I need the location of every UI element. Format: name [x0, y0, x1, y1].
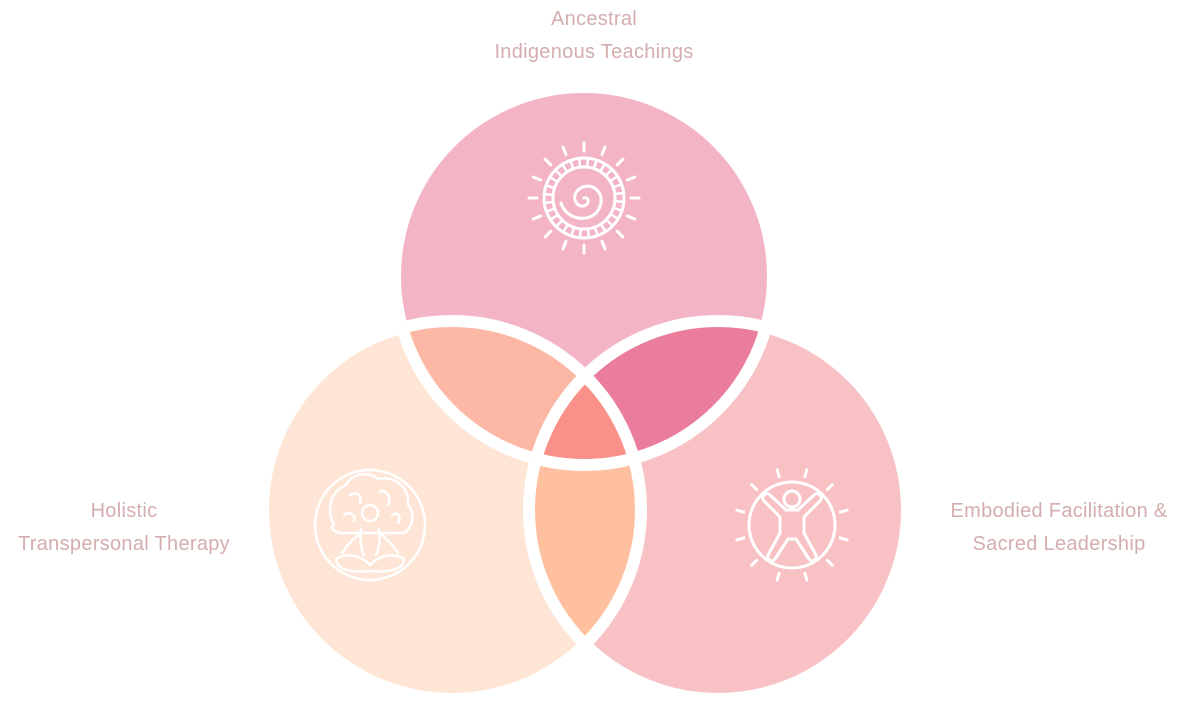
sun-ray [605, 169, 612, 176]
sun-ray [546, 184, 554, 189]
sun-ray [610, 213, 618, 220]
sun-ray [547, 208, 555, 213]
sun-ray [803, 571, 809, 582]
overlap-top-right [529, 321, 773, 465]
sun-ray [825, 483, 834, 492]
sun-ray [615, 229, 625, 239]
sun-ray [531, 175, 543, 182]
label-line: Transpersonal Therapy [18, 533, 230, 555]
sun-ray [600, 145, 607, 157]
label-ancestral-indigenous-teachings: Ancestral Indigenous Teachings [434, 3, 754, 69]
sun-ray [615, 192, 623, 196]
sun-ray [735, 508, 746, 514]
sun-ray [614, 207, 622, 212]
sun-ray [775, 571, 781, 582]
sun-ray [600, 239, 607, 251]
sun-ray [625, 175, 637, 182]
sun-ray [825, 558, 834, 567]
sun-ray [735, 536, 746, 542]
sun-ray [561, 239, 568, 251]
sun-ray [803, 468, 809, 479]
sun-ray [625, 214, 637, 221]
circle-outlines [257, 81, 913, 705]
sun-ray [550, 176, 558, 183]
radiant-person-icon [735, 468, 849, 582]
meditating-person-icon [313, 468, 427, 582]
sun-ray [750, 558, 759, 567]
sun-ray [838, 508, 849, 514]
sun-ray [593, 160, 598, 168]
sun-ray [586, 158, 590, 167]
label-line: Indigenous Teachings [494, 41, 694, 63]
sun-ray [545, 200, 553, 204]
label-line: Holistic [90, 500, 158, 522]
sun-ray [775, 468, 781, 479]
sun-ray [578, 229, 582, 238]
spiral-sun-icon [527, 141, 641, 255]
sun-ray [615, 200, 624, 204]
sun-ray [570, 228, 575, 236]
sun-ray [562, 224, 569, 232]
sun-ray [543, 157, 553, 167]
sun-ray [606, 219, 613, 226]
overlap-top-left [395, 321, 641, 465]
sun-ray [613, 183, 621, 188]
sun-ray [586, 229, 590, 237]
sun-ray [615, 157, 625, 167]
sun-ray [556, 220, 563, 227]
sun-ray [569, 161, 574, 169]
sun-ray [750, 483, 759, 492]
label-holistic-transpersonal-therapy: Holistic Transpersonal Therapy [0, 495, 248, 561]
label-line: Embodied Facilitation & [950, 500, 1168, 522]
sun-ray [594, 227, 599, 235]
sun-ray [838, 536, 849, 542]
label-embodied-facilitation-sacred-leadership: Embodied Facilitation & Sacred Leadershi… [928, 495, 1190, 561]
sun-ray [610, 176, 618, 182]
sun-ray [550, 214, 558, 220]
sun-ray [599, 164, 606, 172]
label-line: Ancestral [550, 8, 638, 30]
sun-ray [562, 164, 568, 172]
sun-ray [555, 170, 562, 177]
sun-ray [531, 214, 543, 221]
label-line: Sacred Leadership [972, 533, 1146, 555]
sun-ray [578, 159, 582, 167]
sun-ray [600, 224, 606, 232]
sun-ray [544, 192, 553, 196]
sun-ray [543, 229, 553, 239]
sun-ray [561, 145, 568, 157]
